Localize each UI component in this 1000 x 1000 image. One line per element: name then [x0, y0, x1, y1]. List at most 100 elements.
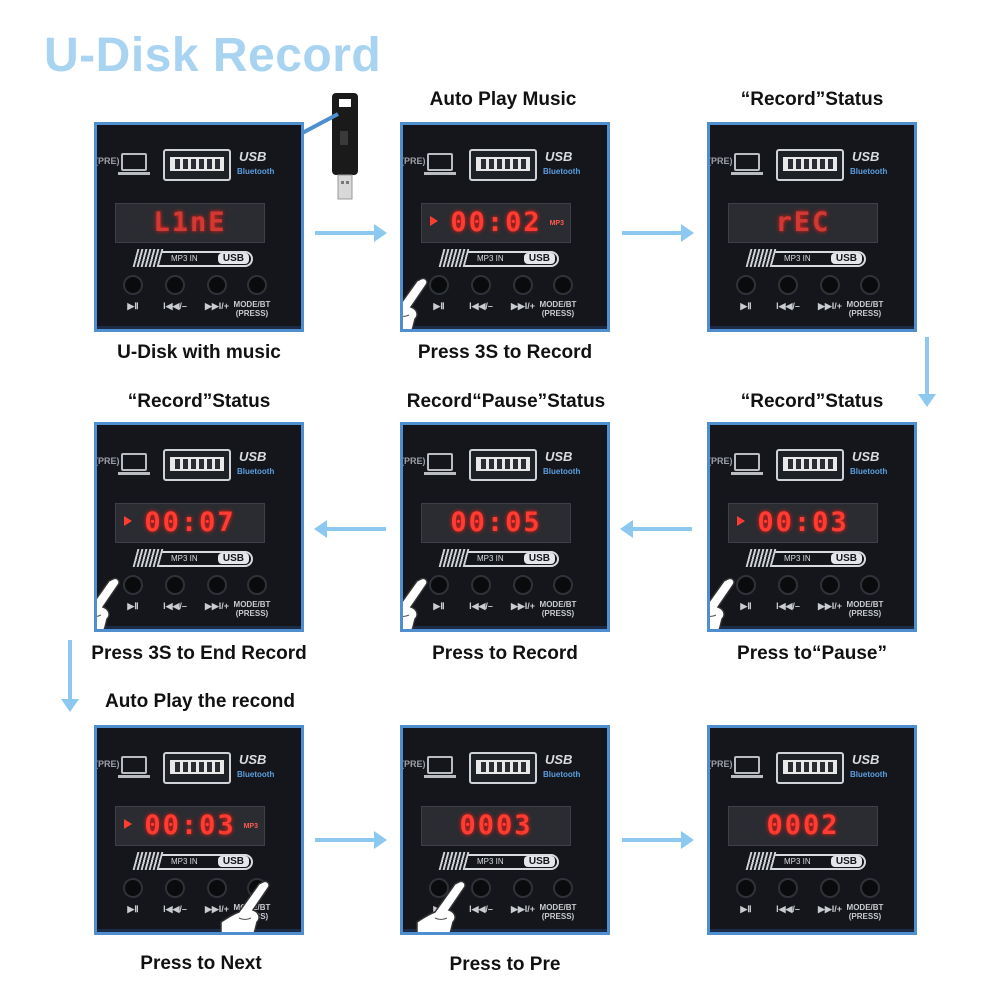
prev-button[interactable]: [778, 575, 798, 595]
display-digits: L1nE: [153, 207, 227, 238]
sd-card-icon: [438, 852, 470, 870]
arrow-p6-p5: [620, 520, 692, 538]
usb-logo-text: USB: [852, 149, 880, 164]
label-p3-top: “Record”Status: [740, 89, 884, 110]
bluetooth-text: Bluetooth: [543, 167, 581, 176]
mode-button[interactable]: [247, 275, 267, 295]
play-pause-button[interactable]: [123, 575, 143, 595]
mode-button-label: MODE/BT (PRESS): [233, 300, 271, 318]
play-pause-button[interactable]: [429, 878, 449, 898]
prev-button-label: I◀◀/–: [469, 601, 493, 611]
mode-button[interactable]: [860, 575, 880, 595]
prev-button-label: I◀◀/–: [469, 301, 493, 311]
pre-label: (PRE): [401, 456, 426, 466]
next-button[interactable]: [820, 575, 840, 595]
mode-button[interactable]: [247, 575, 267, 595]
display-digits: 00:07: [144, 507, 236, 538]
prev-button[interactable]: [471, 878, 491, 898]
play-pause-button[interactable]: [736, 275, 756, 295]
usb-port[interactable]: [163, 149, 231, 181]
prev-button[interactable]: [778, 275, 798, 295]
prev-button[interactable]: [165, 878, 185, 898]
bluetooth-text: Bluetooth: [237, 167, 275, 176]
arrow-p4-p7: [61, 640, 79, 712]
computer-icon: [731, 756, 763, 778]
bluetooth-text: Bluetooth: [850, 467, 888, 476]
next-button[interactable]: [513, 575, 533, 595]
next-button[interactable]: [207, 878, 227, 898]
pre-label: (PRE): [708, 759, 733, 769]
computer-icon: [424, 756, 456, 778]
next-button[interactable]: [820, 878, 840, 898]
usb-logo-text: USB: [239, 449, 267, 464]
play-pause-button[interactable]: [736, 575, 756, 595]
arrow-p3-p6: [918, 337, 936, 407]
prev-button[interactable]: [471, 575, 491, 595]
usb-port[interactable]: [163, 449, 231, 481]
usb-logo-text: USB: [852, 449, 880, 464]
next-button[interactable]: [207, 275, 227, 295]
pointing-hand-icon: [403, 277, 428, 329]
led-display: 0002: [728, 806, 878, 846]
usb-badge: USB: [830, 856, 862, 867]
prev-button[interactable]: [471, 275, 491, 295]
prev-button-label: I◀◀/–: [776, 904, 800, 914]
usb-port[interactable]: [163, 752, 231, 784]
usb-port[interactable]: [469, 149, 537, 181]
prev-button[interactable]: [165, 275, 185, 295]
play-pause-button[interactable]: [736, 878, 756, 898]
play-pause-button[interactable]: [123, 275, 143, 295]
next-button[interactable]: [820, 275, 840, 295]
arrow-p7-p8: [315, 831, 387, 849]
usb-port[interactable]: [776, 449, 844, 481]
mode-button[interactable]: [860, 275, 880, 295]
play-pause-button[interactable]: [429, 575, 449, 595]
pre-label: (PRE): [708, 156, 733, 166]
usb-logo-text: USB: [545, 149, 573, 164]
next-button-label: ▶▶I/+: [204, 601, 230, 611]
mp3-in-label: MP3 IN: [171, 554, 198, 563]
usb-port[interactable]: [469, 752, 537, 784]
pre-label: (PRE): [95, 156, 120, 166]
mode-button[interactable]: [553, 878, 573, 898]
bluetooth-text: Bluetooth: [543, 770, 581, 779]
usb-port[interactable]: [776, 149, 844, 181]
usb-port[interactable]: [776, 752, 844, 784]
pre-label: (PRE): [401, 759, 426, 769]
mode-button[interactable]: [860, 878, 880, 898]
next-button[interactable]: [513, 275, 533, 295]
mode-button[interactable]: [553, 275, 573, 295]
next-button[interactable]: [207, 575, 227, 595]
mode-button[interactable]: [553, 575, 573, 595]
play-pause-button[interactable]: [123, 878, 143, 898]
play-pause-button-label: ▶Ⅱ: [740, 301, 752, 311]
arrow-p1-p2: [315, 224, 387, 242]
next-button[interactable]: [513, 878, 533, 898]
prev-button-label: I◀◀/–: [776, 301, 800, 311]
mp3-in-label: MP3 IN: [171, 857, 198, 866]
next-button-label: ▶▶I/+: [204, 904, 230, 914]
mode-button-label: MODE/BT (PRESS): [539, 600, 577, 618]
mp3-in-label: MP3 IN: [784, 554, 811, 563]
bluetooth-text: Bluetooth: [237, 467, 275, 476]
play-pause-button-label: ▶Ⅱ: [433, 601, 445, 611]
display-digits: rEC: [775, 207, 831, 238]
prev-button[interactable]: [165, 575, 185, 595]
play-pause-button-label: ▶Ⅱ: [127, 301, 139, 311]
usb-badge: USB: [523, 253, 555, 264]
prev-button[interactable]: [778, 878, 798, 898]
usb-stick-icon: [332, 93, 358, 200]
prev-button-label: I◀◀/–: [163, 904, 187, 914]
play-pause-button[interactable]: [429, 275, 449, 295]
next-button-label: ▶▶I/+: [817, 601, 843, 611]
usb-badge: USB: [523, 856, 555, 867]
usb-port[interactable]: [469, 449, 537, 481]
